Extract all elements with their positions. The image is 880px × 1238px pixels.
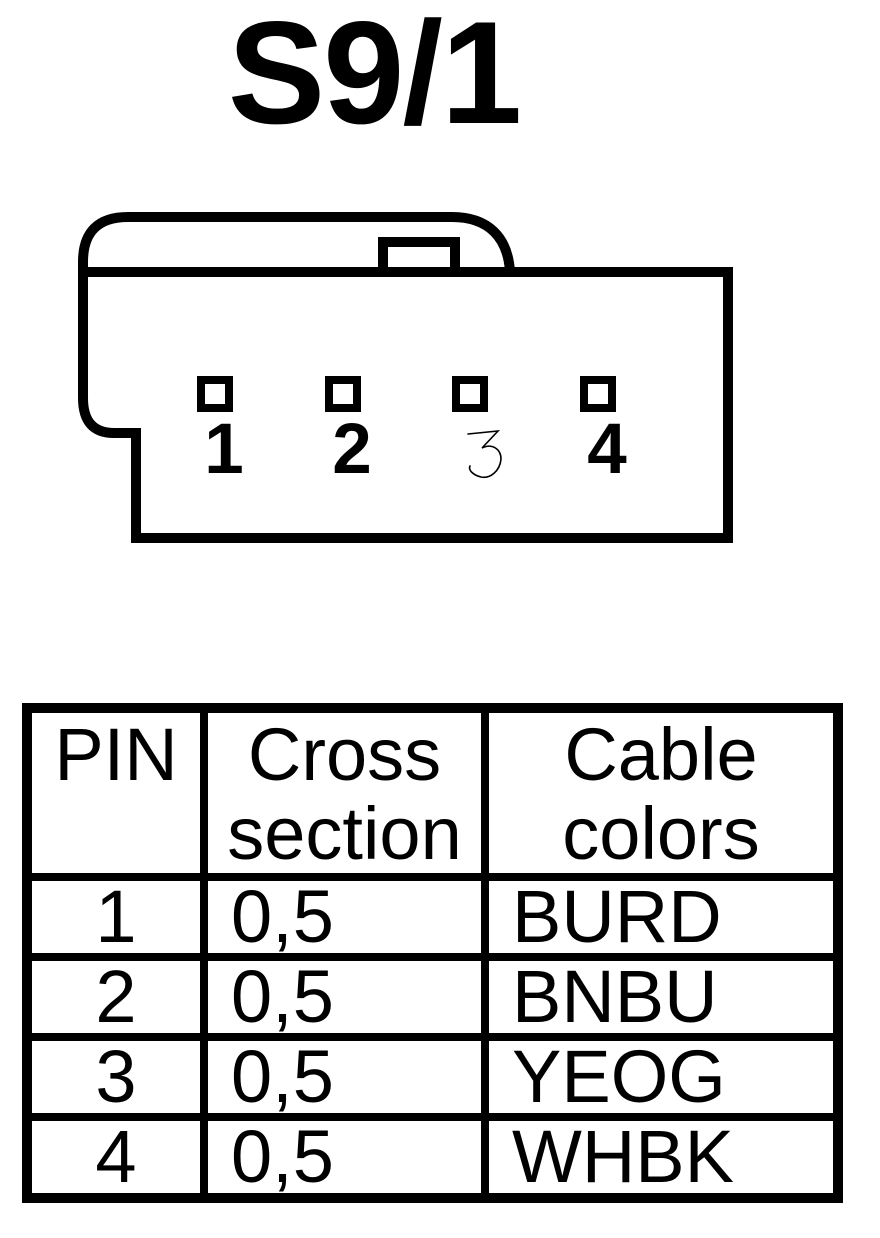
cross-section-cell: 0,5 [200, 1113, 489, 1202]
pin-cell: 4 [23, 1113, 208, 1202]
connector-drawing: 1 2 3 4 [78, 212, 733, 543]
pin-cell: 2 [23, 953, 208, 1041]
cross-section-cell: 0,5 [200, 1033, 489, 1121]
cross-section-cell: 0,5 [200, 873, 489, 961]
cable-color-cell: BNBU [481, 953, 842, 1041]
pin-cell: 1 [23, 873, 208, 961]
pin-cavity-3 [452, 376, 488, 412]
pin-cavity-2 [325, 376, 361, 412]
table-row: 3 0,5 YEOG [23, 1033, 842, 1121]
connector-body-outline [78, 267, 733, 543]
pin-label-1: 1 [204, 410, 244, 489]
col-header-cross-section: Cross section [200, 704, 489, 881]
connector-latch-tab [378, 237, 460, 269]
pin-label-4: 4 [587, 410, 627, 489]
cable-color-cell: BURD [481, 873, 842, 961]
pin-cavity-4 [580, 376, 616, 412]
connector-housing-outline [78, 212, 515, 342]
pin-table: PIN Cross section Cable colors 1 0,5 BUR… [22, 703, 843, 1203]
pin-3-thin-glyph [467, 429, 502, 479]
pin-cavity-1 [197, 376, 233, 412]
cable-color-cell: YEOG [481, 1033, 842, 1121]
connector-title: S9/1 [227, 0, 522, 154]
col-header-cable-colors: Cable colors [481, 704, 842, 881]
table-row: 1 0,5 BURD [23, 873, 842, 961]
table-row: 4 0,5 WHBK [23, 1113, 842, 1202]
pin-label-3: 3 [467, 429, 502, 479]
table-row: 2 0,5 BNBU [23, 953, 842, 1041]
header-row: PIN Cross section Cable colors [23, 704, 842, 881]
col-header-pin: PIN [23, 704, 208, 881]
cross-section-cell: 0,5 [200, 953, 489, 1041]
cable-color-cell: WHBK [481, 1113, 842, 1202]
pin-label-2: 2 [332, 410, 372, 489]
pin-cell: 3 [23, 1033, 208, 1121]
